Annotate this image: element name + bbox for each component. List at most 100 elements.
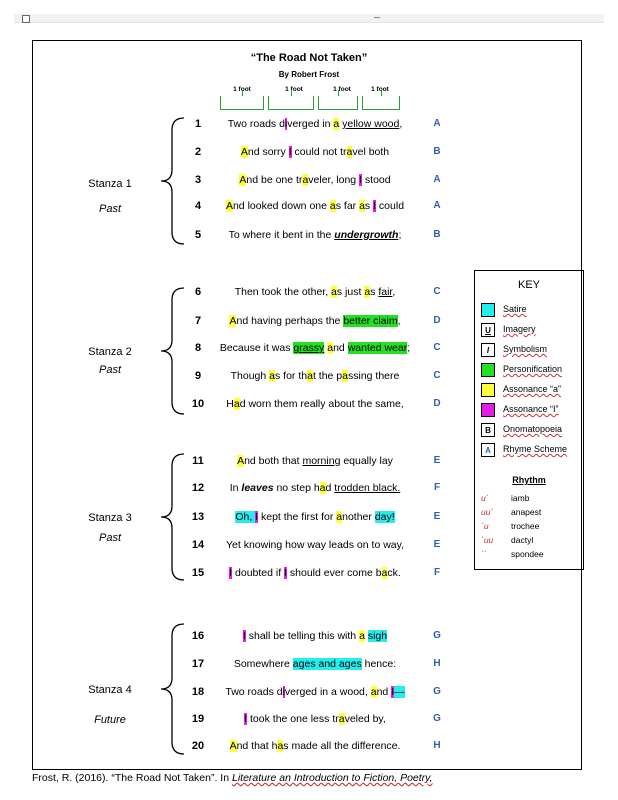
- line-number: 2: [194, 146, 202, 158]
- line-segment: a: [331, 286, 337, 298]
- line-segment: i: [282, 686, 285, 698]
- poem-line: And having perhaps the better claim,: [205, 315, 425, 327]
- line-segment: could: [376, 200, 405, 212]
- line-number: 20: [191, 740, 205, 752]
- foot-label: 1 foot: [233, 86, 251, 93]
- line-segment: vel both: [352, 146, 390, 158]
- foot-bracket: [362, 90, 400, 110]
- line-segment: a: [319, 482, 326, 494]
- rhyme-letter: A: [433, 118, 441, 129]
- poem-line: I took the one less traveled by,: [205, 713, 425, 725]
- line-segment: To where it bent in the: [228, 229, 335, 241]
- line-segment: ;: [407, 342, 411, 354]
- line-number: 17: [191, 658, 205, 670]
- line-segment: no step h: [273, 482, 320, 494]
- line-segment: a: [359, 630, 365, 642]
- key-item: Assonance “a”: [481, 383, 581, 397]
- line-segment: Two roads d: [225, 686, 283, 698]
- line-segment: Because it was: [219, 342, 294, 354]
- line-segment: could not tr: [291, 146, 347, 158]
- line-segment: better claim: [343, 315, 398, 327]
- foot-label: 1 foot: [285, 86, 303, 93]
- key-swatch: [481, 403, 495, 417]
- poem-line: Then took the other, as just as fair,: [205, 286, 425, 298]
- rhyme-letter: F: [433, 482, 441, 493]
- key-label: Symbolism: [503, 344, 548, 354]
- line-segment: nd be one tr: [246, 174, 303, 186]
- rhyme-letter: G: [433, 713, 441, 724]
- line-segment: Two roads d: [227, 118, 285, 130]
- rhyme-letter: C: [433, 370, 441, 381]
- line-segment: nd having perhaps the: [236, 315, 344, 327]
- line-segment: I: [391, 686, 395, 698]
- checkbox-icon[interactable]: [22, 15, 30, 23]
- line-segment: verged in: [287, 118, 334, 130]
- line-segment: a: [336, 511, 343, 523]
- line-segment: i: [284, 118, 288, 130]
- line-number: 7: [194, 315, 202, 327]
- line-segment: s just: [336, 286, 365, 298]
- line-number: 6: [194, 286, 202, 298]
- foot-label: 1 foot: [333, 86, 351, 93]
- line-number: 15: [191, 567, 205, 579]
- line-segment: leaves: [241, 482, 274, 494]
- stanza-time: Past: [98, 364, 121, 376]
- poem-line: Two roads diverged in a yellow wood,: [205, 118, 425, 130]
- line-segment: a: [302, 174, 309, 186]
- stanza-label: Stanza 3: [88, 512, 132, 524]
- line-segment: ssing there: [348, 370, 400, 382]
- line-segment: undergrowth: [334, 229, 399, 241]
- line-segment: stood: [362, 174, 391, 186]
- line-segment: trodden black.: [334, 482, 401, 494]
- rhyme-letter: G: [433, 630, 441, 641]
- line-number: 10: [191, 398, 205, 410]
- poem-line: And be one traveler, long I stood: [205, 174, 425, 186]
- line-segment: a: [329, 200, 336, 212]
- rhythm-symbol: ´uu: [481, 535, 494, 545]
- line-segment: veled by,: [344, 713, 386, 725]
- line-segment: a: [327, 342, 334, 354]
- line-segment: a: [346, 146, 353, 158]
- stanza-brace: [160, 287, 185, 415]
- line-segment: I: [229, 567, 233, 579]
- stanza-time: Future: [94, 714, 126, 726]
- line-segment: hence:: [361, 658, 397, 670]
- rhythm-title: Rhythm: [512, 475, 546, 485]
- line-number: 11: [192, 455, 204, 467]
- line-segment: I: [359, 174, 362, 186]
- line-segment: wanted wear: [347, 342, 408, 354]
- line-segment: a: [269, 370, 275, 382]
- poem-line: Though as for that the passing there: [205, 370, 425, 382]
- line-segment: I: [242, 630, 246, 642]
- line-segment: s: [364, 200, 374, 212]
- poem-line: And looked down one as far as I could: [205, 200, 425, 212]
- line-number: 19: [191, 713, 205, 725]
- stanza-time: Past: [98, 532, 121, 544]
- line-number: 14: [191, 539, 205, 551]
- poem-author: By Robert Frost: [278, 70, 340, 79]
- key-swatch: U: [481, 323, 495, 337]
- line-segment: ck.: [387, 567, 401, 579]
- key-swatch: [481, 383, 495, 397]
- line-segment: a: [359, 200, 365, 212]
- rhyme-letter: A: [433, 174, 441, 185]
- stanza-brace: [160, 453, 185, 581]
- line-segment: —: [394, 686, 405, 698]
- line-segment: a: [307, 370, 313, 382]
- line-segment: I: [244, 713, 248, 725]
- rhyme-letter: A: [433, 200, 441, 211]
- line-segment: a: [342, 370, 348, 382]
- line-segment: In: [229, 482, 242, 494]
- rhythm-symbol: ´u: [481, 521, 489, 531]
- line-segment: d worn them really about the same,: [239, 398, 404, 410]
- line-segment: A: [229, 315, 237, 327]
- rhyme-letter: D: [433, 398, 441, 409]
- line-segment: s for th: [275, 370, 308, 382]
- key-swatch: A: [481, 443, 495, 457]
- stanza-label: Stanza 4: [88, 684, 132, 696]
- key-label: Satire: [503, 304, 527, 314]
- poem-line: And both that morning equally lay: [205, 455, 425, 467]
- line-segment: H: [226, 398, 234, 410]
- poem-line: I shall be telling this with a sigh: [205, 630, 425, 642]
- rhyme-letter: B: [433, 229, 441, 240]
